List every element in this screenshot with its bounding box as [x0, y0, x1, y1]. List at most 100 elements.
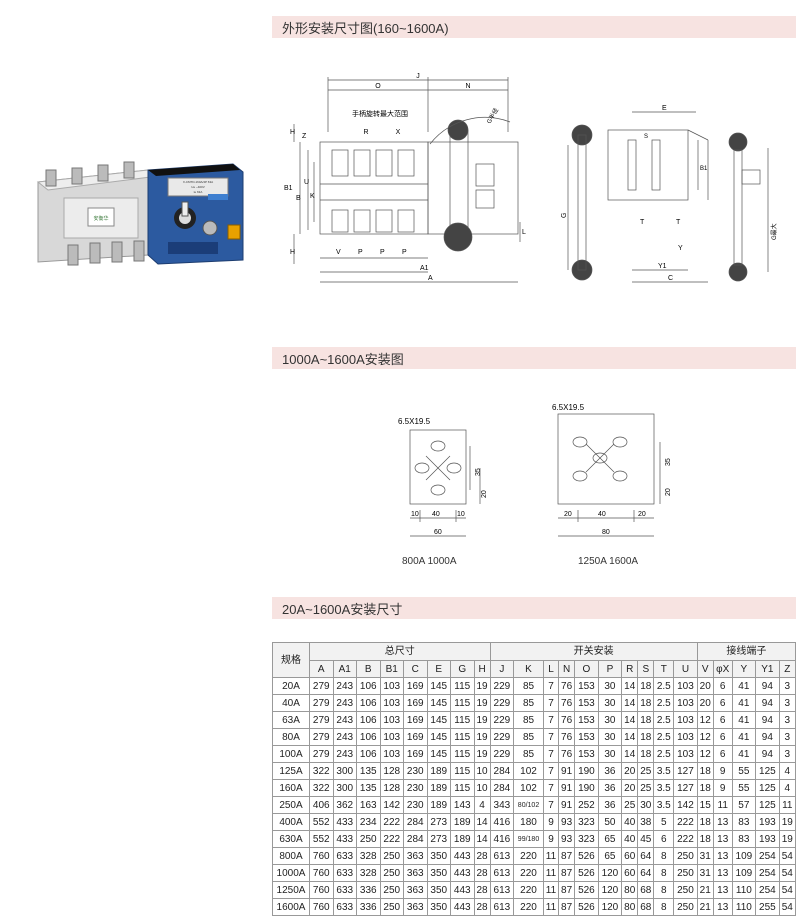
row-spec: 1250A — [272, 881, 310, 899]
table-cell: 28 — [473, 847, 491, 865]
row-spec: 800A — [272, 847, 310, 865]
table-cell: 336 — [356, 898, 381, 916]
g-max-note: G最大 — [770, 223, 778, 240]
table-cell: 255 — [755, 898, 780, 916]
table-cell: 109 — [731, 847, 757, 865]
column-header: C — [403, 660, 428, 678]
dim-R: R — [363, 129, 368, 136]
table-cell: 20 — [696, 677, 714, 695]
column-header: E — [426, 660, 451, 678]
table-cell: 76 — [558, 694, 576, 712]
panel-badge: 安衡华 — [93, 215, 108, 222]
table-cell: 189 — [450, 813, 475, 831]
table-cell: 6 — [712, 745, 733, 763]
group-terminal: 接线端子 — [696, 642, 797, 661]
dim-H-bottom: H — [290, 249, 295, 256]
table-cell: 110 — [731, 898, 757, 916]
side-dim-B1: B1 — [700, 166, 708, 172]
table-cell: 14 — [621, 694, 639, 712]
table-cell: 41 — [731, 677, 757, 695]
side-view-drawing: E S B1 T T Y Y1 C G G最大 — [561, 105, 778, 283]
table-cell: 19 — [778, 830, 797, 848]
table-cell: 220 — [513, 847, 544, 865]
table-cell: 93 — [558, 813, 576, 831]
table-cell: 18 — [637, 745, 655, 763]
right-dim-20c: 20 — [665, 488, 672, 496]
table-cell: 153 — [574, 728, 599, 746]
table-cell: 55 — [731, 762, 757, 780]
table-cell: 613 — [489, 864, 515, 882]
table-cell: 19 — [473, 745, 491, 763]
table-cell: 7 — [542, 745, 560, 763]
table-cell: 284 — [489, 762, 515, 780]
table-cell: 760 — [309, 864, 334, 882]
table-cell: 76 — [558, 711, 576, 729]
table-cell: 190 — [574, 779, 599, 797]
table-cell: 613 — [489, 898, 515, 916]
table-cell: 94 — [755, 728, 780, 746]
size-section-title: 20A~1600A安装尺寸 — [272, 597, 796, 619]
table-cell: 110 — [731, 881, 757, 899]
table-cell: 222 — [379, 830, 404, 848]
table-cell: 103 — [673, 745, 698, 763]
table-cell: 54 — [778, 898, 797, 916]
table-cell: 120 — [597, 898, 623, 916]
table-cell: 120 — [597, 864, 623, 882]
table-cell: 14 — [473, 830, 491, 848]
column-header: R — [621, 660, 639, 678]
table-cell: 443 — [450, 881, 475, 899]
table-cell: 106 — [356, 728, 381, 746]
table-cell: 115 — [450, 745, 475, 763]
table-cell: 443 — [450, 864, 475, 882]
table-cell: 2.5 — [653, 745, 675, 763]
dim-N: N — [465, 83, 470, 90]
table-cell: 3 — [778, 677, 797, 695]
table-cell: 103 — [379, 677, 404, 695]
table-cell: 406 — [309, 796, 334, 814]
table-cell: 102 — [513, 762, 544, 780]
table-cell: 10 — [473, 762, 491, 780]
column-header: Y1 — [755, 660, 780, 678]
table-cell: 142 — [673, 796, 698, 814]
table-cell: 250 — [379, 898, 404, 916]
table-cell: 328 — [356, 864, 381, 882]
table-cell: 250 — [379, 881, 404, 899]
table-cell: 279 — [309, 728, 334, 746]
table-cell: 11 — [542, 898, 560, 916]
table-cell: 80/102 — [513, 796, 544, 814]
table-cell: 153 — [574, 677, 599, 695]
table-cell: 13 — [712, 813, 733, 831]
table-cell: 11 — [542, 881, 560, 899]
row-spec: 400A — [272, 813, 310, 831]
table-cell: 21 — [696, 898, 714, 916]
table-cell: 250 — [673, 881, 698, 899]
table-cell: 633 — [332, 881, 357, 899]
table-cell: 87 — [558, 864, 576, 882]
table-cell: 115 — [450, 779, 475, 797]
dim-P3: P — [402, 249, 407, 256]
column-header: V — [696, 660, 714, 678]
table-cell: 91 — [558, 779, 576, 797]
dim-P2: P — [380, 249, 385, 256]
table-cell: 85 — [513, 711, 544, 729]
table-cell: 125 — [755, 796, 780, 814]
left-dim-60: 60 — [434, 529, 442, 536]
row-spec: 40A — [272, 694, 310, 712]
table-cell: 6 — [712, 677, 733, 695]
table-cell: 18 — [696, 830, 714, 848]
table-cell: 189 — [426, 762, 451, 780]
table-cell: 250 — [379, 847, 404, 865]
table-cell: 526 — [574, 881, 599, 899]
rating-label-line-2: Ue ~400V — [191, 185, 204, 189]
table-cell: 254 — [755, 864, 780, 882]
dim-B1: B1 — [284, 185, 293, 192]
table-cell: 120 — [597, 881, 623, 899]
table-cell: 103 — [379, 694, 404, 712]
table-cell: 2.5 — [653, 711, 675, 729]
table-cell: 229 — [489, 745, 515, 763]
